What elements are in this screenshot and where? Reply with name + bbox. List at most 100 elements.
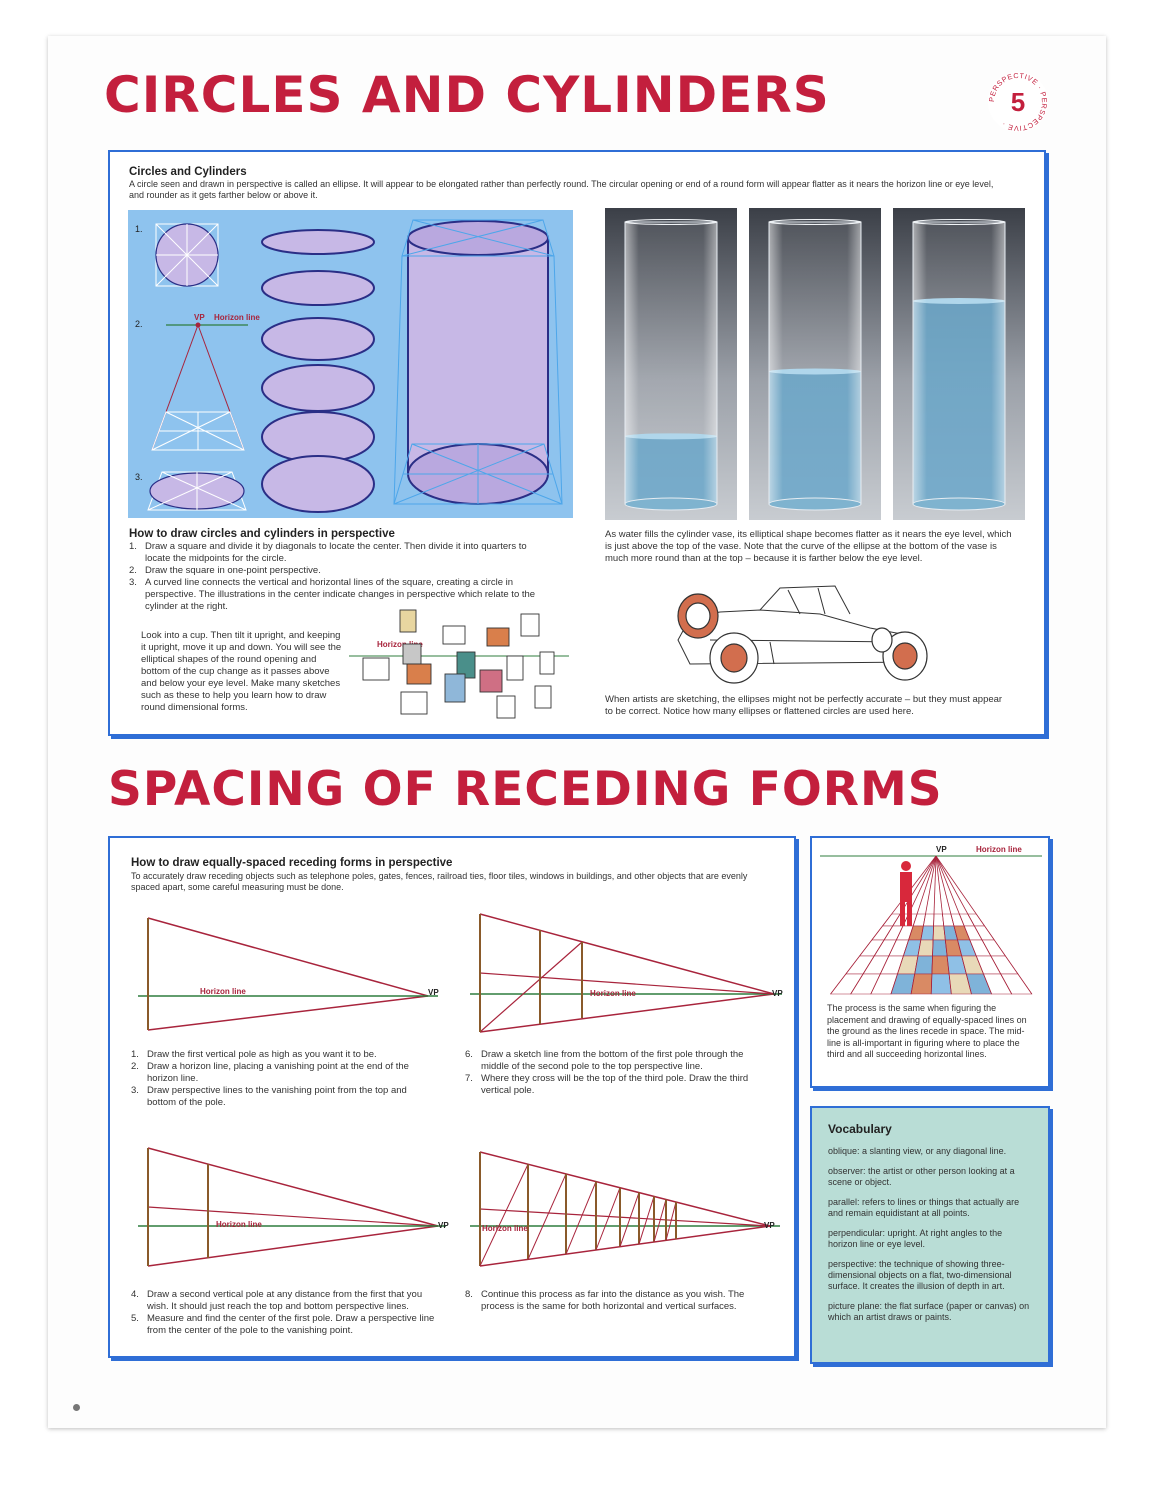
list-number: 5. [131,1313,139,1324]
receding-title: How to draw equally-spaced receding form… [131,857,453,869]
vocabulary-item: perspective: the technique of showing th… [828,1259,1012,1291]
list-text: Draw a horizon line, placing a vanishing… [147,1061,409,1084]
list-item: 1. Draw the first vertical pole as high a… [131,1049,421,1061]
vocabulary-title: Vocabulary [828,1122,892,1136]
list-text: Draw the square in one-point perspective… [145,565,321,576]
cup-horizon-label: Horizon line [377,640,423,649]
list-number: 2. [129,565,137,576]
list-item: 4. Draw a second vertical pole at any dis… [131,1289,443,1313]
step-2-label: 2. [135,319,143,329]
list-text: Draw a square and divide it by diagonals… [145,541,527,564]
horizon-label: Horizon line [482,1224,528,1233]
receding-panel [108,836,796,1358]
list-text: Where they cross will be the top of the … [481,1073,749,1096]
steps-1-3: 1. Draw the first vertical pole as high a… [131,1049,421,1109]
vocabulary-panel: Vocabulary oblique: a slanting view, or … [810,1106,1050,1364]
horizon-label: Horizon line [214,313,260,322]
car-text: When artists are sketching, the ellipses… [605,694,1003,717]
mounting-hole [73,1404,80,1411]
step-8: 8. Continue this process as far into the … [465,1289,755,1313]
vase-photo [605,208,737,520]
list-item: 7. Where they cross will be the top of th… [465,1073,755,1097]
badge-number: 5 [1011,87,1025,117]
list-number: 4. [131,1289,139,1300]
vocabulary-item: observer: the artist or other person loo… [828,1166,1015,1187]
steps-4-5: 4. Draw a second vertical pole at any dis… [131,1289,443,1337]
list-number: 6. [465,1049,473,1060]
cups-sketch: Horizon line [349,609,569,719]
perspective-badge: PERSPECTIVE · PERSPECTIVE · 5 [987,71,1049,133]
standing-figure [900,861,912,926]
section-title-receding: SPACING OF RECEDING FORMS [108,762,943,817]
list-text: Measure and find the center of the first… [147,1313,435,1336]
vp-label: VP [772,989,783,998]
list-number: 8. [465,1289,473,1300]
list-text: Draw the first vertical pole as high as … [147,1049,377,1060]
vp-label: VP [428,988,439,997]
how-draw-circles-steps: 1. Draw a square and divide it by diagona… [129,541,544,613]
vocabulary-item: picture plane: the flat surface (paper o… [828,1301,1030,1322]
list-text: Continue this process as far into the di… [481,1289,745,1312]
list-number: 7. [465,1073,473,1084]
section-title-circles: CIRCLES AND CYLINDERS [104,66,830,124]
vp-label: VP [438,1221,449,1230]
list-item: 3. A curved line connects the vertical an… [129,577,544,613]
list-item: 1. Draw a square and divide it by diagona… [129,541,544,565]
cylinder-drawing [393,219,563,505]
perspective-circle [147,471,247,511]
list-item: 6. Draw a sketch line from the bottom of … [465,1049,755,1073]
list-text: Draw a sketch line from the bottom of th… [481,1049,744,1072]
list-number: 1. [129,541,137,552]
list-item: 3. Draw perspective lines to the vanishin… [131,1085,421,1109]
square-with-circle [155,223,219,287]
cup-text: Look into a cup. Then tilt it upright, a… [141,630,342,713]
receding-diagram-1: Horizon line VP [138,917,439,1031]
list-text: Draw a second vertical pole at any dista… [147,1289,423,1312]
receding-diagram-4: Horizon line VP [470,1151,780,1267]
list-item: 8. Continue this process as far into the … [465,1289,755,1313]
vase-photos [605,208,1025,520]
vocabulary-item: perpendicular: upright. At right angles … [828,1228,1003,1249]
car-sketch [677,585,928,684]
how-draw-circles-title: How to draw circles and cylinders in per… [129,528,395,540]
list-number: 1. [131,1049,139,1060]
floor-text: The process is the same when figuring th… [827,1003,1027,1059]
vocabulary-item: parallel: refers to lines or things that… [828,1197,1020,1218]
list-item: 5. Measure and find the center of the fir… [131,1313,443,1337]
horizon-label: Horizon line [590,989,636,998]
floor-tiles-diagram: VP Horizon line [820,845,1042,995]
list-number: 3. [129,577,137,588]
list-number: 3. [131,1085,139,1096]
circles-intro-text: A circle seen and drawn in perspective i… [129,179,994,200]
vp-label: VP [764,1221,775,1230]
list-text: Draw perspective lines to the vanishing … [147,1085,407,1108]
floor-tile [931,955,950,975]
vase-text: As water fills the cylinder vase, its el… [605,529,1012,564]
horizon-label: Horizon line [200,987,246,996]
horizon-label: Horizon line [216,1220,262,1229]
vase-photo [749,208,881,520]
ellipse-sequence [261,229,375,513]
receding-diagram-3: Horizon line VP [138,1147,449,1267]
ellipse-construction-diagram: 1. 2. VP Horizon line 3. [128,210,573,518]
steps-6-7: 6. Draw a sketch line from the bottom of … [465,1049,755,1097]
vocabulary-item: oblique: a slanting view, or any diagona… [828,1146,1007,1156]
list-item: 2. Draw a horizon line, placing a vanishi… [131,1061,421,1085]
vp-label: VP [194,313,205,322]
floor-tile [930,973,952,995]
one-point-square [151,322,248,451]
step-1-label: 1. [135,224,143,234]
vp-label: VP [936,845,947,854]
floor-tile [932,925,946,941]
vase-photo [893,208,1025,520]
list-item: 2. Draw the square in one-point perspecti… [129,565,544,577]
horizon-label: Horizon line [976,845,1022,854]
receding-diagram-2: Horizon line VP [470,913,783,1033]
step-3-label: 3. [135,472,143,482]
vocabulary-list: oblique: a slanting view, or any diagona… [828,1146,1034,1332]
list-number: 2. [131,1061,139,1072]
floor-tile [932,939,948,957]
circles-intro-title: Circles and Cylinders [129,166,247,178]
list-text: A curved line connects the vertical and … [145,577,536,612]
receding-intro: To accurately draw receding objects such… [131,871,748,892]
